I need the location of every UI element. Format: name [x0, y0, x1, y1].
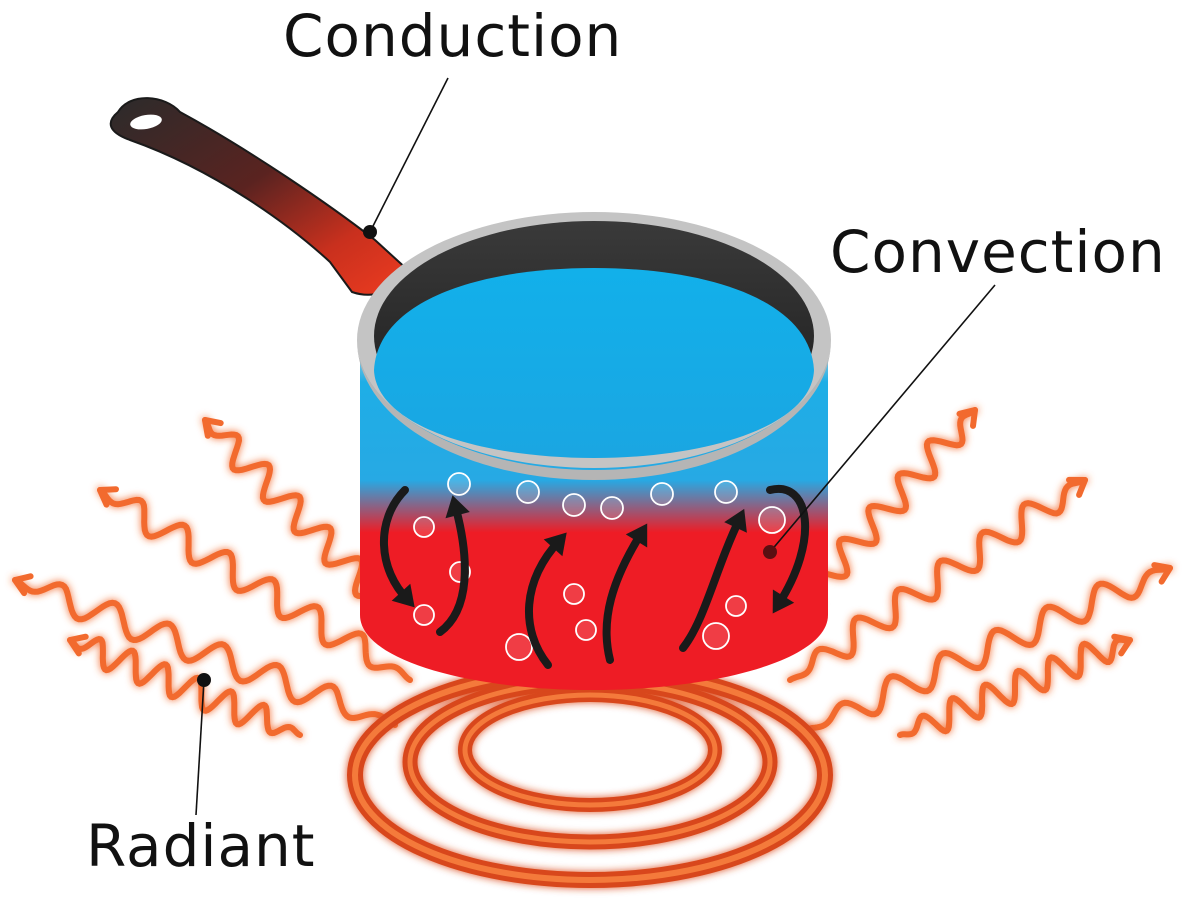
radiant-wave-4: [67, 636, 303, 738]
radiant-wave-head-5: [956, 407, 978, 429]
radiant-wave-head-6: [1066, 476, 1088, 498]
bubble-icon: [505, 633, 533, 661]
radiant-wave-head-7: [1151, 562, 1173, 585]
curved-arrow-icon: [602, 528, 646, 664]
conduction-label: Conduction: [283, 2, 622, 70]
radiant-wave-6: [787, 477, 1088, 683]
radiant-wave-head-2: [97, 486, 119, 508]
curved-arrow-icon: [766, 484, 810, 609]
radiant-leader: [195, 679, 205, 816]
radiant-wave-7: [802, 565, 1173, 733]
curved-arrow-head: [543, 532, 567, 557]
coil-burner-icon: [347, 662, 833, 888]
bubble-icon: [447, 472, 471, 496]
radiant-wave-head-1: [202, 417, 224, 439]
bubble-icon: [563, 583, 585, 605]
bubble-icon: [413, 604, 435, 626]
leader-lines: [195, 77, 996, 816]
convection-marker: [763, 545, 777, 559]
curved-arrow-head: [445, 495, 470, 519]
curved-arrow-icon: [679, 514, 744, 652]
curved-arrow-head: [772, 589, 795, 614]
curved-arrow-head: [724, 508, 747, 533]
bubble-icon: [758, 506, 786, 534]
radiant-wave-head-8: [1111, 633, 1133, 657]
convection-label: Convection: [830, 218, 1166, 286]
conduction-leader: [369, 77, 449, 233]
curved-arrow-icon: [524, 536, 564, 669]
bubble-icon: [714, 480, 738, 504]
convection-leader: [769, 284, 996, 553]
bubble-icon: [725, 595, 747, 617]
bubble-icon: [600, 496, 624, 520]
pan-handle: [109, 97, 412, 296]
radiant-wave-3: [12, 577, 398, 728]
bubble-icon: [562, 493, 586, 517]
bubble-icon: [413, 516, 435, 538]
radiant-marker: [197, 673, 211, 687]
bubbles: [413, 472, 786, 661]
bubble-icon: [650, 482, 674, 506]
bubble-icon: [575, 619, 597, 641]
bubble-icon: [702, 622, 730, 650]
bubble-icon: [516, 480, 540, 504]
curved-arrow-icon: [380, 486, 412, 604]
radiant-wave-head-3: [12, 573, 34, 597]
radiant-label: Radiant: [86, 812, 316, 880]
curved-arrow-head: [625, 523, 648, 548]
radiant-wave-2: [97, 487, 413, 683]
radiant-wave-8: [897, 636, 1133, 738]
radiant-wave-head-4: [67, 633, 89, 657]
saucepan: [357, 212, 831, 690]
convection-currents: [380, 484, 810, 669]
curved-arrow-icon: [436, 501, 469, 636]
conduction-marker: [363, 225, 377, 239]
radiant-waves: [12, 407, 1173, 738]
curved-arrow-head: [391, 583, 415, 608]
